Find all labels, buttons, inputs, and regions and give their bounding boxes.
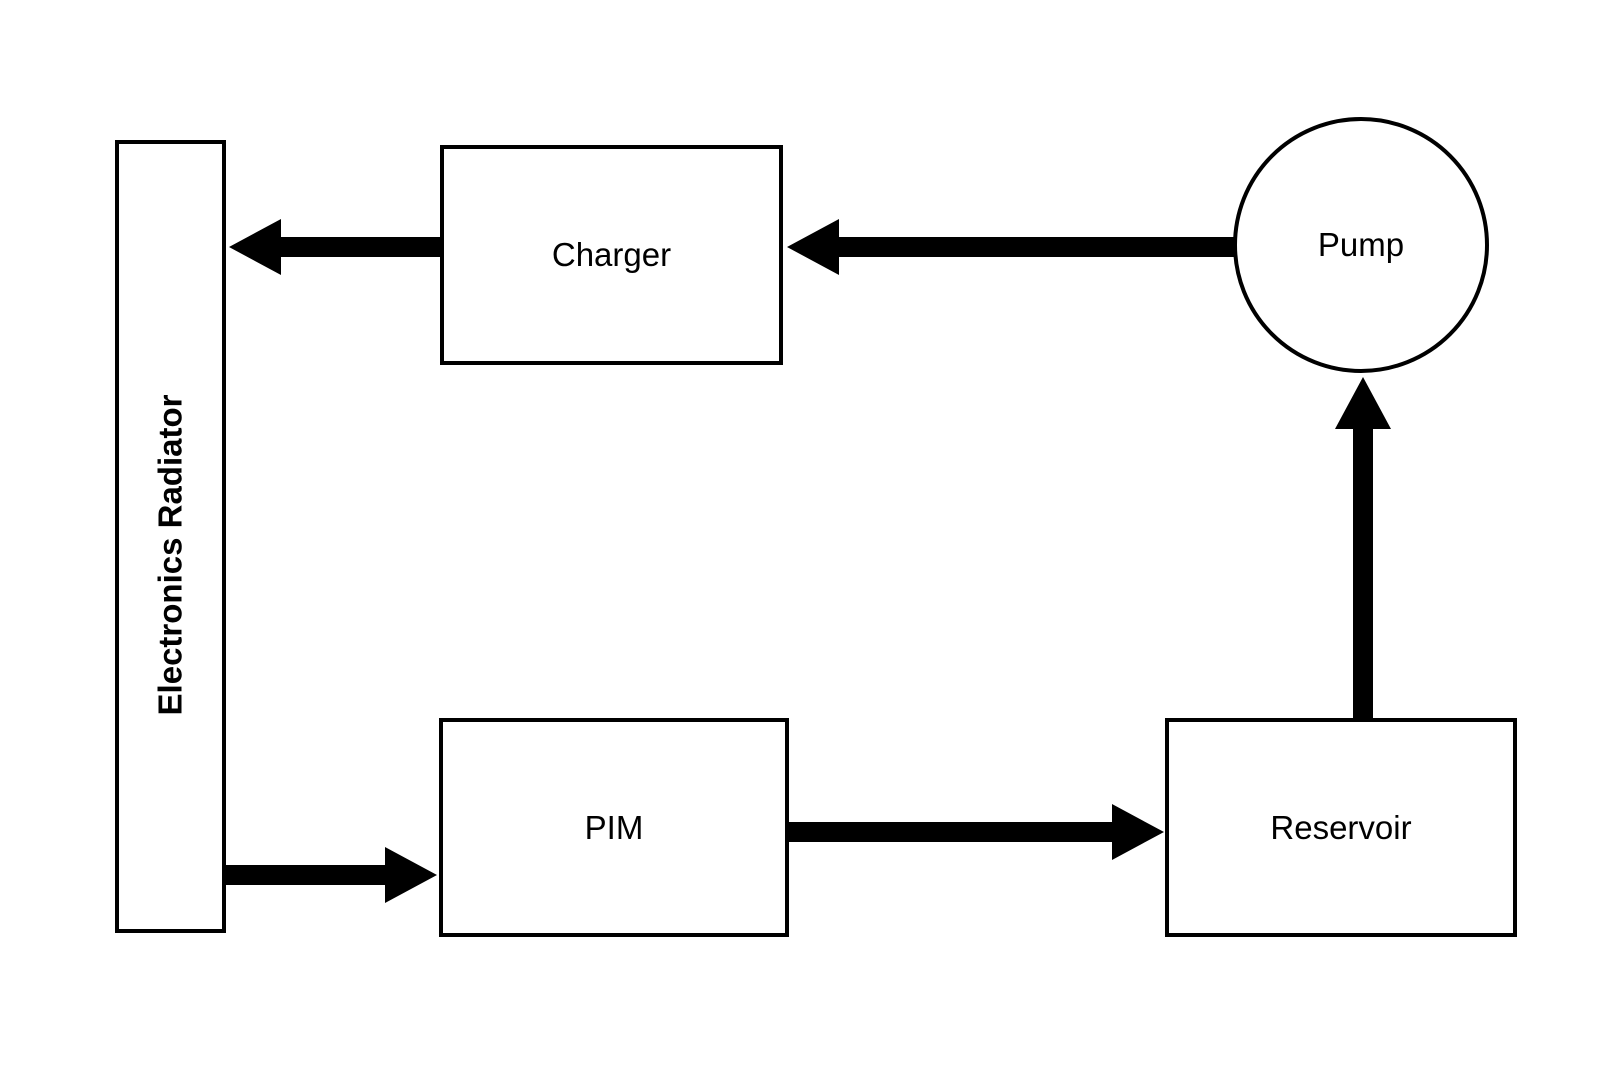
node-pump-label: Pump [1317, 226, 1405, 263]
node-charger-label: Charger [551, 236, 672, 273]
node-charger: Charger [440, 145, 783, 365]
node-pim-label: PIM [584, 808, 644, 846]
node-electronics-radiator-label: Electronics Radiator [151, 394, 189, 715]
arrow-pump-to-charger [787, 219, 1234, 275]
node-reservoir-label: Reservoir [1270, 808, 1412, 846]
node-pump-circle [1233, 117, 1489, 373]
node-electronics-radiator: Electronics Radiator [115, 140, 226, 933]
arrow-radiator-to-pim [225, 847, 437, 903]
arrow-charger-to-radiator [229, 219, 441, 275]
node-pim: PIM [439, 718, 789, 937]
node-reservoir: Reservoir [1165, 718, 1517, 937]
arrow-reservoir-to-pump [1335, 377, 1391, 719]
node-pump: Pump [1233, 117, 1489, 373]
arrow-pim-to-reservoir [788, 804, 1164, 860]
